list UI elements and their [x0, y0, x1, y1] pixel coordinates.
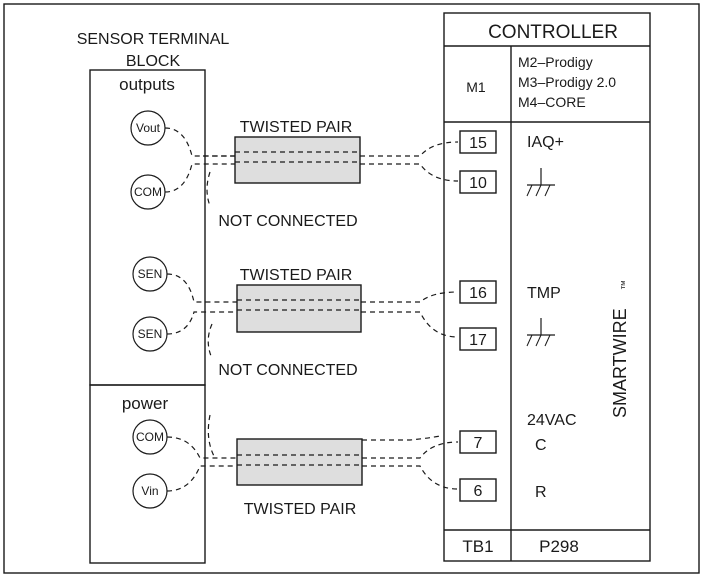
sensor-terminal-sen-1: SEN	[132, 256, 168, 292]
diagram-frame	[3, 3, 700, 574]
twisted-pair-label-top: TWISTED PAIR	[240, 119, 353, 136]
terminal-number: 10	[469, 175, 487, 192]
not-connected-label-top: NOT CONNECTED	[218, 213, 357, 230]
terminal-17: 17	[459, 327, 497, 351]
model-m4: M4–CORE	[518, 94, 586, 110]
model-m3: M3–Prodigy 2.0	[518, 74, 616, 90]
terminal-6: 6	[459, 478, 497, 502]
terminal-number: 6	[474, 483, 483, 500]
terminal-label: SEN	[138, 327, 163, 341]
cable-middle: TWISTED PAIR NOT CONNECTED	[166, 267, 459, 379]
terminal-label: COM	[136, 430, 164, 444]
sensor-terminal-vout: Vout	[130, 110, 166, 146]
signal-r: R	[535, 484, 547, 501]
terminal-number: 17	[469, 332, 487, 349]
cable-top: TWISTED PAIR NOT CONNECTED	[164, 119, 459, 230]
terminal-15: 15	[459, 130, 497, 154]
tb1-label: TB1	[462, 537, 493, 556]
outputs-label: outputs	[119, 75, 175, 94]
cable-bottom: TWISTED PAIR	[166, 414, 459, 518]
twisted-pair-jacket-middle	[236, 284, 362, 333]
signal-iaq: IAQ+	[527, 134, 564, 151]
ground-icon	[526, 318, 555, 347]
terminal-7: 7	[459, 430, 497, 454]
terminal-label: Vout	[136, 121, 161, 135]
terminal-label: SEN	[138, 267, 163, 281]
controller-block	[443, 12, 651, 562]
twisted-pair-jacket-top	[234, 136, 361, 184]
sensor-power-block	[89, 384, 206, 564]
terminal-number: 15	[469, 135, 487, 152]
sensor-terminal-vin: Vin	[132, 473, 168, 509]
terminal-number: 16	[469, 285, 487, 302]
twisted-pair-jacket-bottom	[236, 438, 363, 486]
terminal-16: 16	[459, 280, 497, 304]
terminal-number: 7	[474, 435, 483, 452]
not-connected-label-middle: NOT CONNECTED	[218, 362, 357, 379]
sensor-title-line2: BLOCK	[126, 53, 181, 70]
signal-c: C	[535, 437, 547, 454]
power-label: power	[122, 394, 169, 413]
sensor-terminal-com-out: COM	[130, 174, 166, 210]
terminal-label: Vin	[141, 484, 158, 498]
twisted-pair-label-middle: TWISTED PAIR	[240, 267, 353, 284]
sensor-terminal-sen-2: SEN	[132, 316, 168, 352]
controller-title: CONTROLLER	[488, 22, 618, 43]
m1-label: M1	[466, 79, 486, 95]
terminal-label: COM	[134, 185, 162, 199]
terminal-10: 10	[459, 170, 497, 194]
ground-icon	[526, 168, 555, 197]
sensor-title-line1: SENSOR TERMINAL	[77, 31, 230, 48]
smartwire-label: SMARTWIRE	[610, 308, 630, 418]
p298-label: P298	[539, 537, 579, 556]
trademark-mark: ™	[620, 280, 631, 290]
sensor-terminal-com-power: COM	[132, 419, 168, 455]
twisted-pair-label-bottom: TWISTED PAIR	[244, 501, 357, 518]
signal-tmp: TMP	[527, 285, 561, 302]
model-m2: M2–Prodigy	[518, 54, 593, 70]
signal-24vac: 24VAC	[527, 412, 577, 429]
